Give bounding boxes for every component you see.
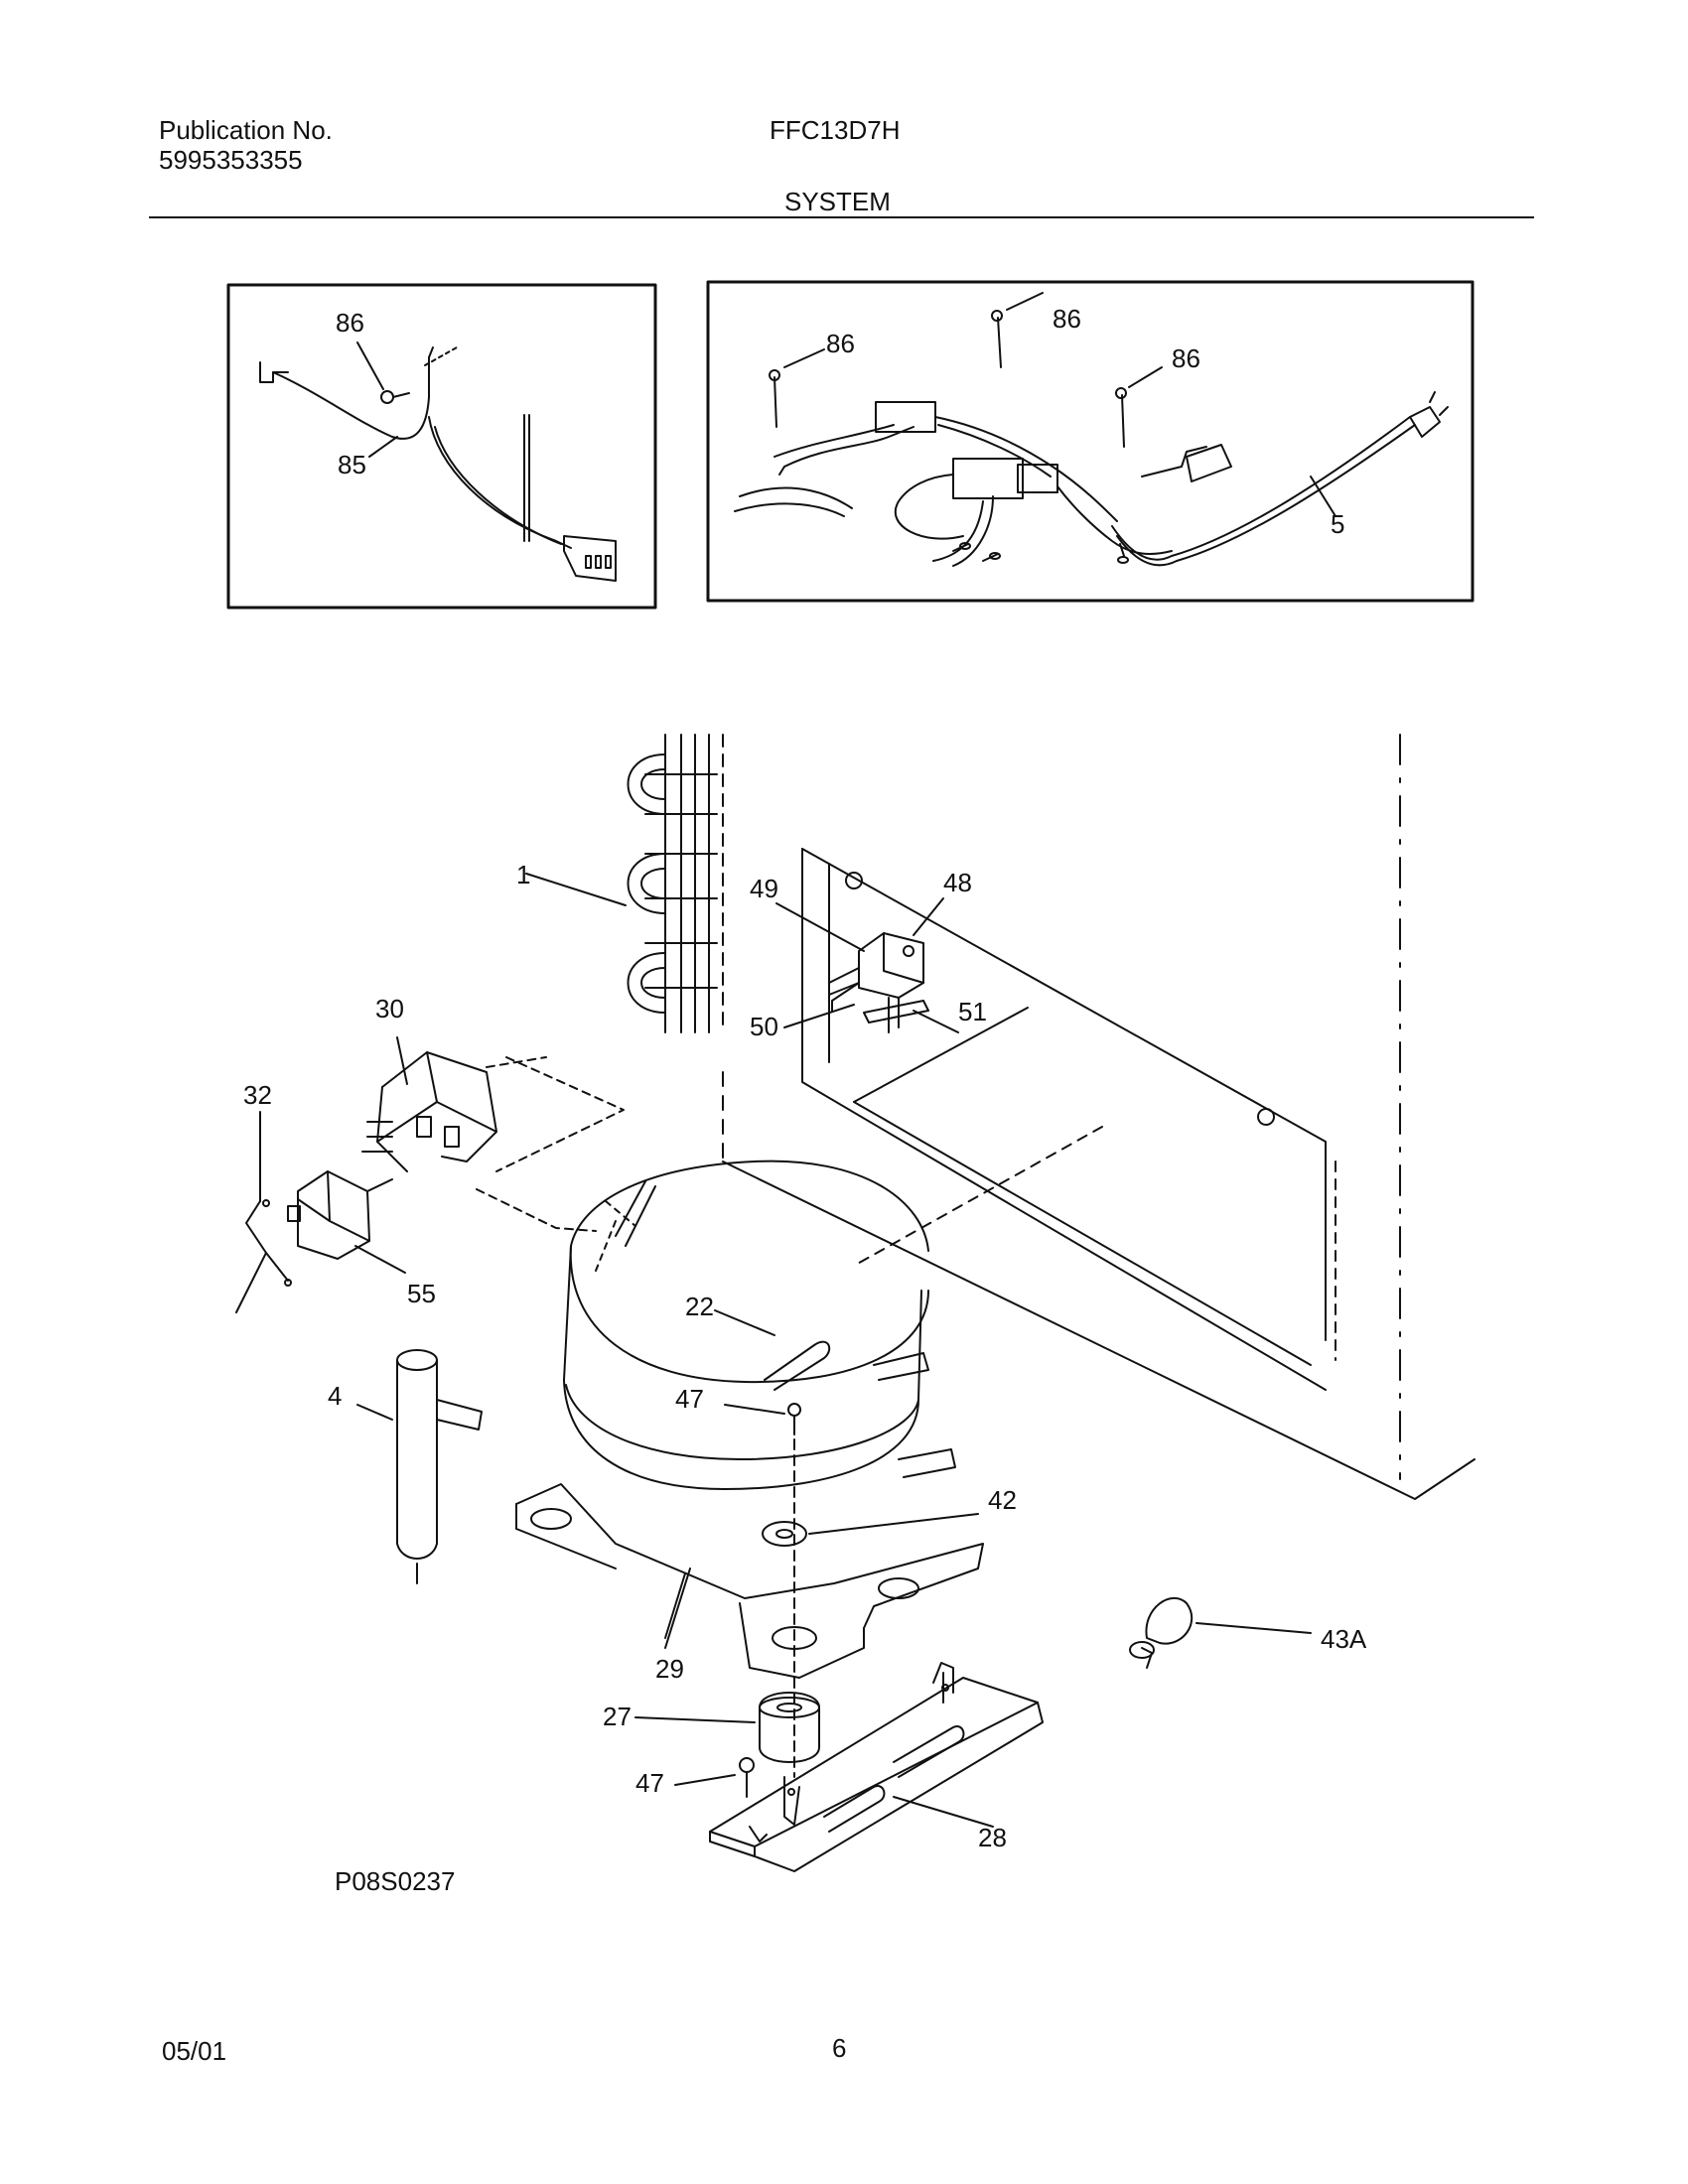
callout-51: 51 [958, 997, 987, 1026]
callout-27: 27 [603, 1702, 632, 1731]
callout-48: 48 [943, 868, 972, 897]
inset-harness-85 [226, 283, 657, 610]
relay-overload-assembly [287, 1036, 625, 1274]
inset-harness-5 [706, 280, 1475, 603]
grommet-mount [634, 1692, 820, 1763]
callout-86-inset1: 86 [336, 308, 364, 338]
callout-86-inset2-a: 86 [826, 329, 855, 358]
callout-4: 4 [328, 1381, 342, 1411]
callout-86-inset2-c: 86 [1172, 343, 1200, 373]
header-divider [149, 216, 1534, 218]
tubing-clamp [1129, 1597, 1312, 1669]
drier-filter [356, 1349, 483, 1584]
publication-number: 5995353355 [159, 145, 303, 175]
condenser-coil [525, 734, 724, 1033]
callout-5: 5 [1331, 509, 1344, 539]
callout-1: 1 [516, 860, 530, 889]
callout-29: 29 [655, 1654, 684, 1684]
footer-page-number: 6 [832, 2033, 847, 2063]
section-title: SYSTEM [784, 187, 891, 216]
compressor [515, 1160, 984, 1778]
callout-22: 22 [685, 1292, 714, 1321]
footer-date: 05/01 [162, 2036, 227, 2066]
mounting-rail [674, 1662, 1044, 1872]
callout-47-bottom: 47 [635, 1768, 664, 1798]
callout-28: 28 [978, 1823, 1007, 1852]
callout-85: 85 [338, 450, 366, 479]
solenoid-valve-assembly [775, 897, 959, 1033]
callout-47-top: 47 [675, 1384, 704, 1414]
callout-55: 55 [407, 1279, 436, 1308]
callout-30: 30 [375, 994, 404, 1024]
model-number: FFC13D7H [770, 115, 901, 145]
callout-42: 42 [988, 1485, 1017, 1515]
cabinet-outline [722, 734, 1476, 1500]
callout-32: 32 [243, 1080, 272, 1110]
power-wire-32 [235, 1111, 292, 1313]
publication-label: Publication No. [159, 115, 333, 145]
figure-code: P08S0237 [335, 1866, 456, 1896]
callout-49: 49 [750, 874, 778, 903]
callout-50: 50 [750, 1012, 778, 1041]
callout-43a: 43A [1321, 1624, 1367, 1654]
callout-86-inset2-b: 86 [1053, 304, 1081, 334]
